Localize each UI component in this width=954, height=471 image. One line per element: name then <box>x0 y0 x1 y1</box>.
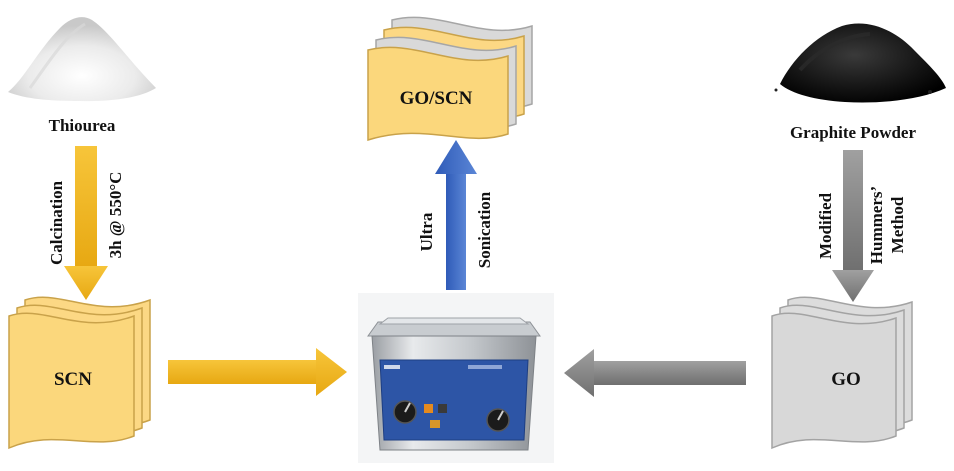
ultrasonic-bath-image <box>358 293 554 463</box>
scn-sheet-stack <box>8 296 151 450</box>
ultra-label: Ultra <box>417 212 436 251</box>
calcination-label: Calcination <box>47 180 66 265</box>
thiourea-label: Thiourea <box>49 116 116 135</box>
calcination-arrow <box>64 146 108 300</box>
sonication-label: Sonication <box>475 191 494 268</box>
method-label: Method <box>888 196 907 253</box>
calcination-condition-label: 3h @ 550°C <box>106 172 125 259</box>
go-to-sonicator-arrow <box>564 349 746 397</box>
hummers-method-arrow <box>832 150 874 302</box>
thiourea-powder-image <box>8 17 156 102</box>
graphite-powder-image <box>774 23 946 103</box>
scn-label: SCN <box>54 369 92 390</box>
scn-to-sonicator-arrow <box>168 348 347 396</box>
hummers-label: Hummers’ <box>867 186 886 264</box>
go-sheet-stack <box>771 296 913 450</box>
ultrasonication-arrow <box>435 140 477 290</box>
modified-label: Modified <box>816 192 835 259</box>
goscn-label: GO/SCN <box>400 88 473 109</box>
goscn-sheet-stack <box>367 16 533 142</box>
power-switch <box>424 404 433 413</box>
graphite-powder-label: Graphite Powder <box>790 123 917 142</box>
brand-badge <box>384 365 400 369</box>
go-label: GO <box>831 369 861 390</box>
